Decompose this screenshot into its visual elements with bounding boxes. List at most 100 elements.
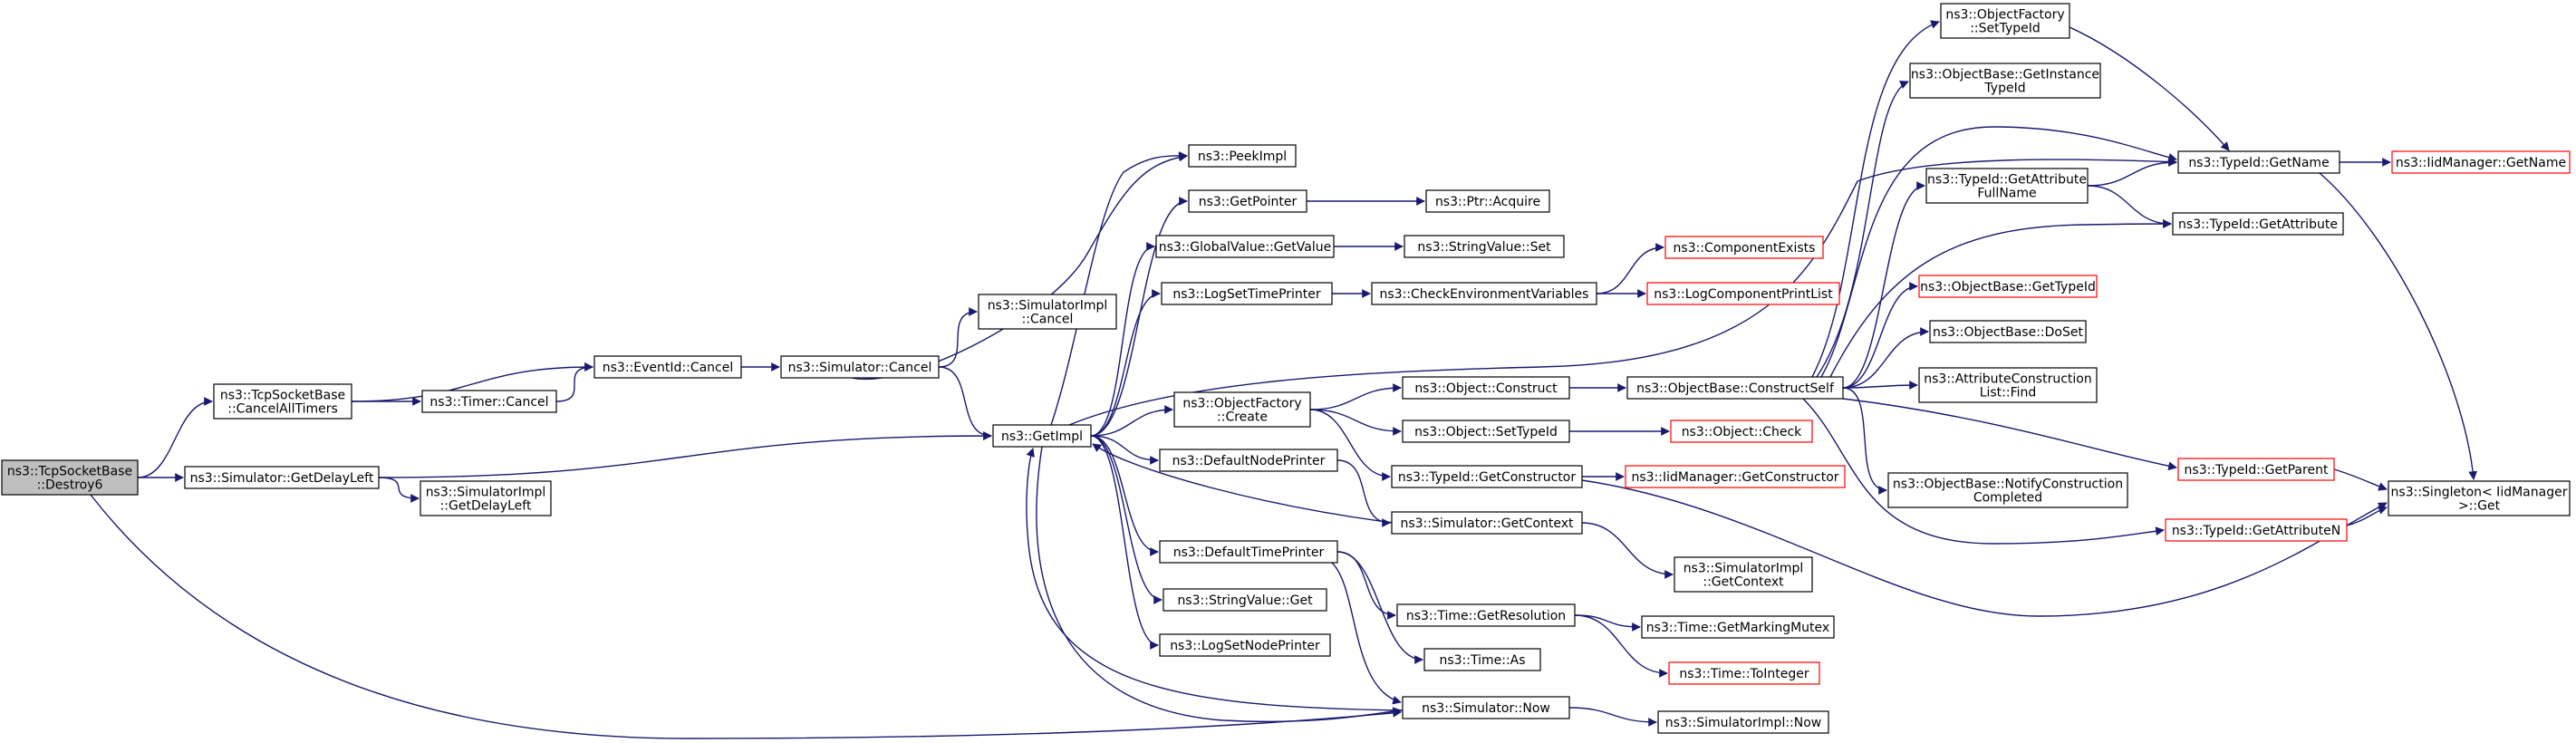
node-timegetresolution[interactable]: ns3::Time::GetResolution (1396, 603, 1576, 627)
node-label-cancelalltimers-line-0: ns3::TcpSocketBase (220, 389, 345, 403)
node-label-timeas-line-0: ns3::Time::As (1439, 653, 1525, 668)
node-box-singletonget (2388, 480, 2571, 516)
call-edge-objectbaseconstructself-to-typeidgetattributen (1802, 398, 2165, 545)
node-label-simcancel-line-0: ns3::Simulator::Cancel (788, 361, 932, 375)
node-objectsettypeid[interactable]: ns3::Object::SetTypeId (1402, 420, 1570, 443)
node-getdelayleft[interactable]: ns3::Simulator::GetDelayLeft (184, 466, 380, 489)
node-typeidgetparent[interactable]: ns3::TypeId::GetParent (2177, 458, 2335, 481)
call-edge-getdelayleft-to-getimpl (378, 431, 992, 478)
call-edge-simcancel-to-getimpl (938, 366, 992, 440)
node-globalvaluegetvalue[interactable]: ns3::GlobalValue::GetValue (1155, 235, 1335, 258)
node-box-getimpl (992, 424, 1092, 448)
node-simimplcancel[interactable]: ns3::SimulatorImpl::Cancel (978, 294, 1117, 330)
node-objectbaseconstructself[interactable]: ns3::ObjectBase::ConstructSelf (1626, 376, 1844, 400)
node-label-ptracquire-line-0: ns3::Ptr::Acquire (1435, 195, 1540, 209)
call-edge-objectbaseconstructself-to-objectfactorysettypeid (1811, 20, 1940, 378)
node-label-objectbasegetinstancetypeid-line-0: ns3::ObjectBase::GetInstance (1911, 68, 2099, 82)
node-timeas[interactable]: ns3::Time::As (1423, 648, 1541, 671)
node-box-objectbasenotifyconstructioncompleted (1887, 472, 2128, 508)
call-edge-getimpl-to-typeidgetname (1068, 157, 2177, 426)
node-label-componentexists-line-0: ns3::ComponentExists (1674, 241, 1816, 256)
node-simimplgetdelayleft[interactable]: ns3::SimulatorImpl::GetDelayLeft (420, 480, 552, 516)
node-objectbasegettypeid[interactable]: ns3::ObjectBase::GetTypeId (1918, 275, 2098, 298)
node-objectbasedoset[interactable]: ns3::ObjectBase::DoSet (1929, 320, 2087, 343)
node-simnow[interactable]: ns3::Simulator::Now (1402, 696, 1570, 719)
node-label-logsettimeprinter-line-0: ns3::LogSetTimePrinter (1172, 287, 1321, 302)
node-box-iidmanagergetname (2391, 150, 2571, 174)
node-box-timegetresolution (1396, 603, 1576, 627)
node-label-destroy6-line-0: ns3::TcpSocketBase (7, 465, 132, 479)
node-objectfactorysettypeid[interactable]: ns3::ObjectFactory::SetTypeId (1940, 3, 2070, 39)
call-edge-objectbaseconstructself-to-objectbasenotifyconstructioncompleted (1842, 387, 1887, 495)
node-defaultnodeprinter[interactable]: ns3::DefaultNodePrinter (1159, 449, 1338, 472)
node-singletonget[interactable]: ns3::Singleton< IidManager>::Get (2388, 480, 2571, 516)
node-getpointer[interactable]: ns3::GetPointer (1188, 189, 1307, 213)
node-label-typeidgetattributefullname-line-1: FullName (1977, 187, 2036, 201)
node-box-typeidgetparent (2177, 458, 2335, 481)
node-objectbasenotifyconstructioncompleted[interactable]: ns3::ObjectBase::NotifyConstructionCompl… (1887, 472, 2128, 508)
node-defaulttimeprinter[interactable]: ns3::DefaultTimePrinter (1159, 540, 1338, 564)
node-timercancel[interactable]: ns3::Timer::Cancel (421, 390, 557, 413)
node-eventidcancel[interactable]: ns3::EventId::Cancel (593, 355, 742, 379)
node-simimplnow[interactable]: ns3::SimulatorImpl::Now (1657, 710, 1829, 734)
node-getimpl[interactable]: ns3::GetImpl (992, 424, 1092, 448)
node-destroy6[interactable]: ns3::TcpSocketBase::Destroy6 (1, 459, 139, 496)
node-box-logsettimeprinter (1161, 282, 1333, 305)
call-edge-objectbaseconstructself-to-typeidgetattribute (1829, 219, 2172, 378)
node-timegetmarkingmutex[interactable]: ns3::Time::GetMarkingMutex (1641, 615, 1835, 639)
call-edge-simnow-to-getimpl (1026, 448, 1404, 711)
call-edge-defaulttimeprinter-to-timeas (1336, 551, 1423, 664)
node-stringvalueset[interactable]: ns3::StringValue::Set (1404, 235, 1565, 258)
node-iidmanagergetconstructor[interactable]: ns3::IidManager::GetConstructor (1625, 465, 1846, 488)
node-box-objectbasedoset (1929, 320, 2087, 343)
node-label-logsetnodeprinter-line-0: ns3::LogSetNodePrinter (1170, 639, 1320, 653)
call-edge-timegetresolution-to-timetointeger (1574, 614, 1668, 678)
node-label-peekimpl-line-0: ns3::PeekImpl (1198, 150, 1287, 164)
node-box-simcancel (780, 355, 940, 379)
node-label-typeidgetparent-line-0: ns3::TypeId::GetParent (2185, 463, 2329, 478)
node-box-typeidgetconstructor (1391, 465, 1583, 488)
node-label-objectbasenotifyconstructioncompleted-line-1: Completed (1973, 491, 2042, 506)
node-logcomponentprintlist[interactable]: ns3::LogComponentPrintList (1646, 282, 1840, 305)
node-objectfactorycreate[interactable]: ns3::ObjectFactory::Create (1173, 391, 1311, 428)
node-componentexists[interactable]: ns3::ComponentExists (1664, 236, 1824, 259)
node-logsetnodeprinter[interactable]: ns3::LogSetNodePrinter (1159, 633, 1331, 657)
node-label-objectconstruct-line-0: ns3::Object::Construct (1414, 381, 1558, 396)
node-timetointeger[interactable]: ns3::Time::ToInteger (1668, 661, 1820, 685)
node-simgetcontext[interactable]: ns3::Simulator::GetContext (1391, 511, 1583, 535)
node-label-simgetcontext-line-0: ns3::Simulator::GetContext (1400, 516, 1574, 531)
edges-layer (90, 20, 2478, 739)
node-typeidgetconstructor[interactable]: ns3::TypeId::GetConstructor (1391, 465, 1583, 488)
node-typeidgetattribute[interactable]: ns3::TypeId::GetAttribute (2172, 212, 2344, 236)
node-ptracquire[interactable]: ns3::Ptr::Acquire (1425, 189, 1550, 213)
node-label-simimplgetdelayleft-line-0: ns3::SimulatorImpl (426, 486, 546, 500)
node-objectconstruct[interactable]: ns3::Object::Construct (1402, 376, 1570, 400)
node-simcancel[interactable]: ns3::Simulator::Cancel (780, 355, 940, 379)
node-checkenv[interactable]: ns3::CheckEnvironmentVariables (1371, 282, 1597, 305)
call-edge-getimpl-to-globalvaluegetvalue (1090, 242, 1155, 437)
node-logsettimeprinter[interactable]: ns3::LogSetTimePrinter (1161, 282, 1333, 305)
node-label-typeidgetattribute-line-0: ns3::TypeId::GetAttribute (2178, 217, 2338, 232)
node-label-typeidgetconstructor-line-0: ns3::TypeId::GetConstructor (1398, 470, 1576, 485)
call-edge-destroy6-to-simnow (90, 494, 1402, 739)
node-stringvalueget[interactable]: ns3::StringValue::Get (1163, 588, 1327, 612)
node-label-objectbasegetinstancetypeid-line-1: TypeId (1983, 82, 2025, 96)
node-iidmanagergetname[interactable]: ns3::IidManager::GetName (2391, 150, 2571, 174)
node-label-defaultnodeprinter-line-0: ns3::DefaultNodePrinter (1172, 454, 1326, 468)
call-edge-objectbaseconstructself-to-objectbasedoset (1842, 327, 1929, 389)
node-objectcheck[interactable]: ns3::Object::Check (1670, 420, 1813, 443)
node-typeidgetattributen[interactable]: ns3::TypeId::GetAttributeN (2165, 518, 2348, 542)
node-label-simnow-line-0: ns3::Simulator::Now (1422, 701, 1550, 716)
node-box-destroy6 (1, 459, 139, 496)
node-simimplgetcontext[interactable]: ns3::SimulatorImpl::GetContext (1674, 556, 1813, 593)
node-typeidgetname[interactable]: ns3::TypeId::GetName (2177, 150, 2340, 174)
node-box-simimplgetcontext (1674, 556, 1813, 593)
node-cancelalltimers[interactable]: ns3::TcpSocketBase::CancelAllTimers (213, 383, 352, 420)
node-peekimpl[interactable]: ns3::PeekImpl (1188, 144, 1297, 168)
node-label-singletonget-line-0: ns3::Singleton< IidManager (2391, 486, 2568, 500)
node-label-simimplcancel-line-0: ns3::SimulatorImpl (988, 299, 1108, 314)
call-edge-getimpl-to-defaultnodeprinter (1090, 435, 1159, 465)
